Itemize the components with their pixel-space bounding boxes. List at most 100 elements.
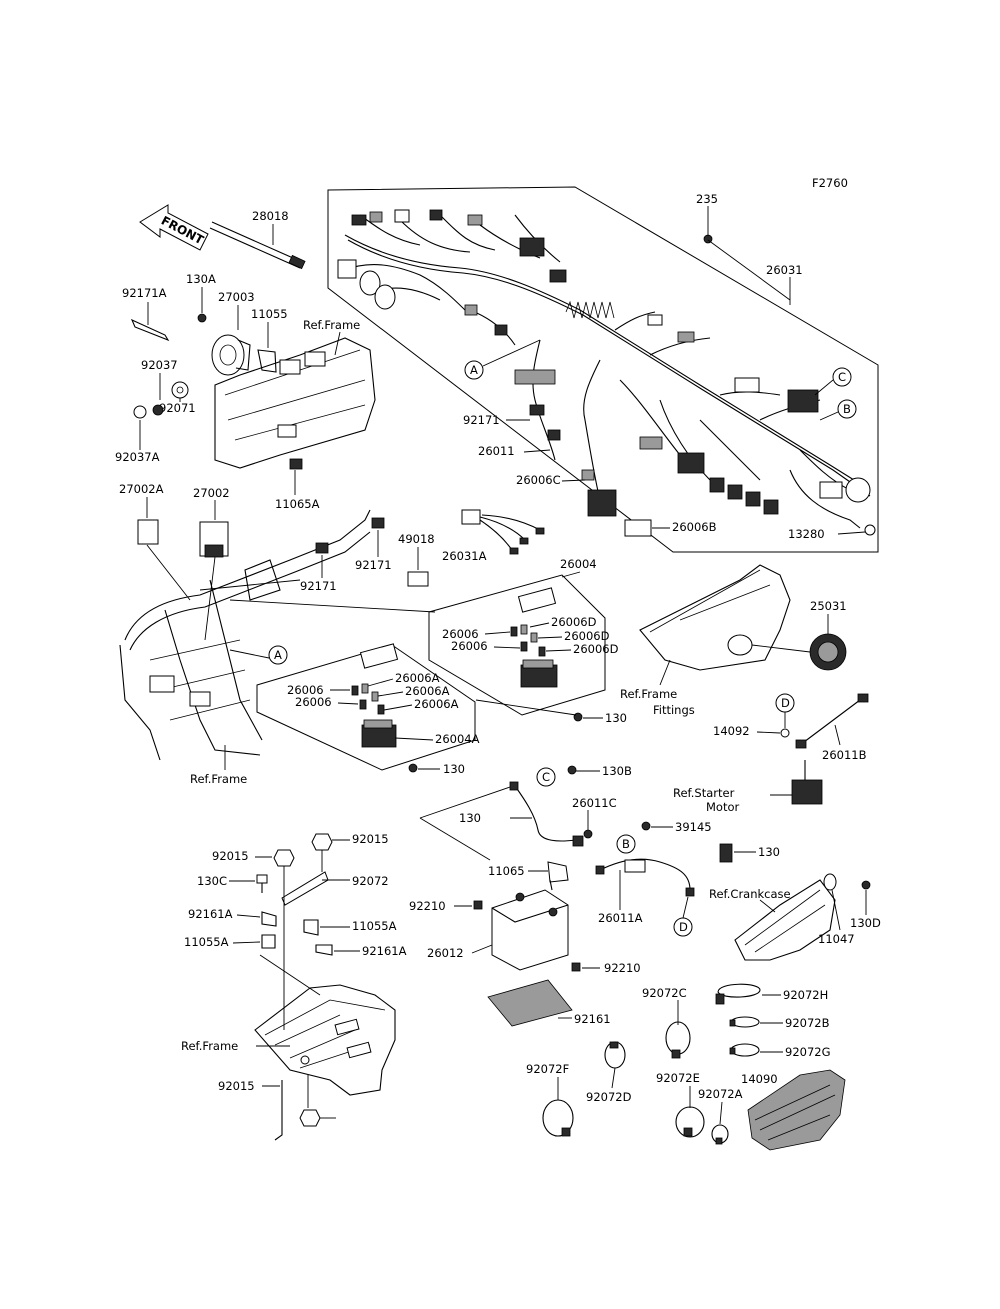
part-26004A-fusebox (351, 643, 399, 748)
part-92072B-band (729, 1016, 760, 1028)
marker-b-1: B (837, 399, 857, 419)
callout-27003: 27003 (218, 290, 255, 304)
figure-id: F2760 (812, 176, 848, 190)
callout-92171A: 92171A (122, 286, 167, 300)
part-26011B-cable (795, 693, 869, 749)
callout-92015-b: 92015 (352, 832, 389, 846)
part-27003-horn (211, 334, 251, 376)
main-harness-group (327, 186, 879, 553)
part-26012-battery (491, 889, 569, 971)
part-27002A-relay (137, 519, 159, 545)
callout-92015-a: 92015 (212, 849, 249, 863)
part-39145 (719, 843, 733, 863)
ref-frame-top: Ref.Frame (303, 318, 360, 332)
ref-crankcase: Ref.Crankcase (709, 887, 791, 901)
callout-26006D-c: 26006D (573, 642, 619, 656)
part-92072H-band (715, 983, 761, 1005)
part-92071-grommet (171, 381, 189, 399)
callout-92072: 92072 (352, 874, 389, 888)
callout-92161A-b: 92161A (362, 944, 407, 958)
marker-b-2: B (616, 834, 636, 854)
callout-92210-b: 92210 (604, 961, 641, 975)
callout-92161A-a: 92161A (188, 907, 233, 921)
callout-11055A-a: 11055A (184, 935, 229, 949)
callout-92072F: 92072F (526, 1062, 569, 1076)
callout-92037: 92037 (141, 358, 178, 372)
callout-26006-d: 26006 (295, 695, 332, 709)
callout-130D: 130D (850, 916, 881, 930)
frame-fittings-piece (639, 564, 791, 671)
callout-92072D: 92072D (586, 1090, 632, 1104)
battery-tray (254, 984, 396, 1096)
marker-d-1: D (775, 693, 795, 713)
callout-49018: 49018 (398, 532, 435, 546)
part-92037A (133, 404, 164, 419)
callout-130-c: 130B (602, 764, 632, 778)
callout-26011A: 26011A (598, 911, 643, 925)
callout-26006-b: 26006 (451, 639, 488, 653)
callout-14090: 14090 (741, 1072, 778, 1086)
part-92072-strap (281, 871, 329, 906)
callout-92072C-a: 92072C (642, 986, 687, 1000)
callout-26011: 92171 (463, 413, 500, 427)
starter-motor (791, 760, 823, 805)
callout-92072E: 92072E (656, 1071, 700, 1085)
svg-text:C: C (838, 370, 846, 384)
svg-text:A: A (470, 363, 478, 377)
ref-starter-2: Motor (706, 800, 740, 814)
callout-27002A: 27002A (119, 482, 164, 496)
ref-frame-fittings-1: Ref.Frame (620, 687, 677, 701)
part-26004-fusebox (510, 587, 558, 688)
part-92072C-band (665, 1021, 691, 1059)
part-28018 (209, 221, 306, 270)
frame-section-top (214, 337, 376, 469)
marker-a-2: A (268, 645, 288, 665)
callout-92171-c: 92171 (355, 558, 392, 572)
ref-starter-1: Ref.Starter (673, 786, 735, 800)
callout-130-d: 39145 (675, 820, 712, 834)
svg-text:B: B (843, 402, 851, 416)
part-14090-cover (747, 1069, 846, 1151)
callout-26006-a: 26006 (442, 627, 479, 641)
callout-92072A: 92072A (698, 1087, 743, 1101)
part-26011C-cable (509, 781, 584, 847)
callout-11047: 11047 (818, 932, 855, 946)
callout-92161: 92161 (574, 1012, 611, 1026)
callout-92072H: 92072H (783, 988, 828, 1002)
callout-92071: 92071 (159, 401, 196, 415)
callout-11065: 11065 (488, 864, 525, 878)
callout-26006C: 26011 (478, 444, 515, 458)
callout-92037A: 92037A (115, 450, 160, 464)
callout-11055A-b: 11055A (352, 919, 397, 933)
part-92015-nut-c (299, 1109, 321, 1127)
part-92161-pad (487, 979, 573, 1027)
svg-text:B: B (622, 837, 630, 851)
callout-14092: 14092 (713, 724, 750, 738)
callout-130C: 130C (197, 874, 227, 888)
part-92072G-band (729, 1043, 760, 1057)
crankcase-piece (734, 873, 837, 961)
callout-26031: 26031 (766, 263, 803, 277)
frame-section-left (119, 509, 371, 761)
callout-26006D-b: 26006D (564, 629, 610, 643)
callout-130B: 26011C (572, 796, 617, 810)
part-92171A (130, 318, 170, 342)
callout-92171-a: 11065A (275, 497, 320, 511)
ref-frame-fittings-2: Fittings (653, 703, 695, 717)
callout-92171-b: 92171 (300, 579, 337, 593)
part-92015-nut-b (311, 833, 333, 851)
callout-130A: 130A (186, 272, 216, 286)
part-26011A-cable (595, 858, 695, 897)
part-130C-bolt (256, 874, 268, 893)
marker-c-1: C (832, 367, 852, 387)
callout-26011B: 26011B (822, 748, 867, 762)
ref-frame-left: Ref.Frame (190, 772, 247, 786)
callout-130-a: 130 (605, 711, 627, 725)
svg-text:D: D (679, 920, 688, 934)
callout-130-b: 130 (443, 762, 465, 776)
callout-26012: 26012 (427, 946, 464, 960)
callout-92072G: 92072G (785, 1045, 831, 1059)
part-26031A-subharness (461, 509, 545, 555)
callout-92072B: 92072B (785, 1016, 830, 1030)
